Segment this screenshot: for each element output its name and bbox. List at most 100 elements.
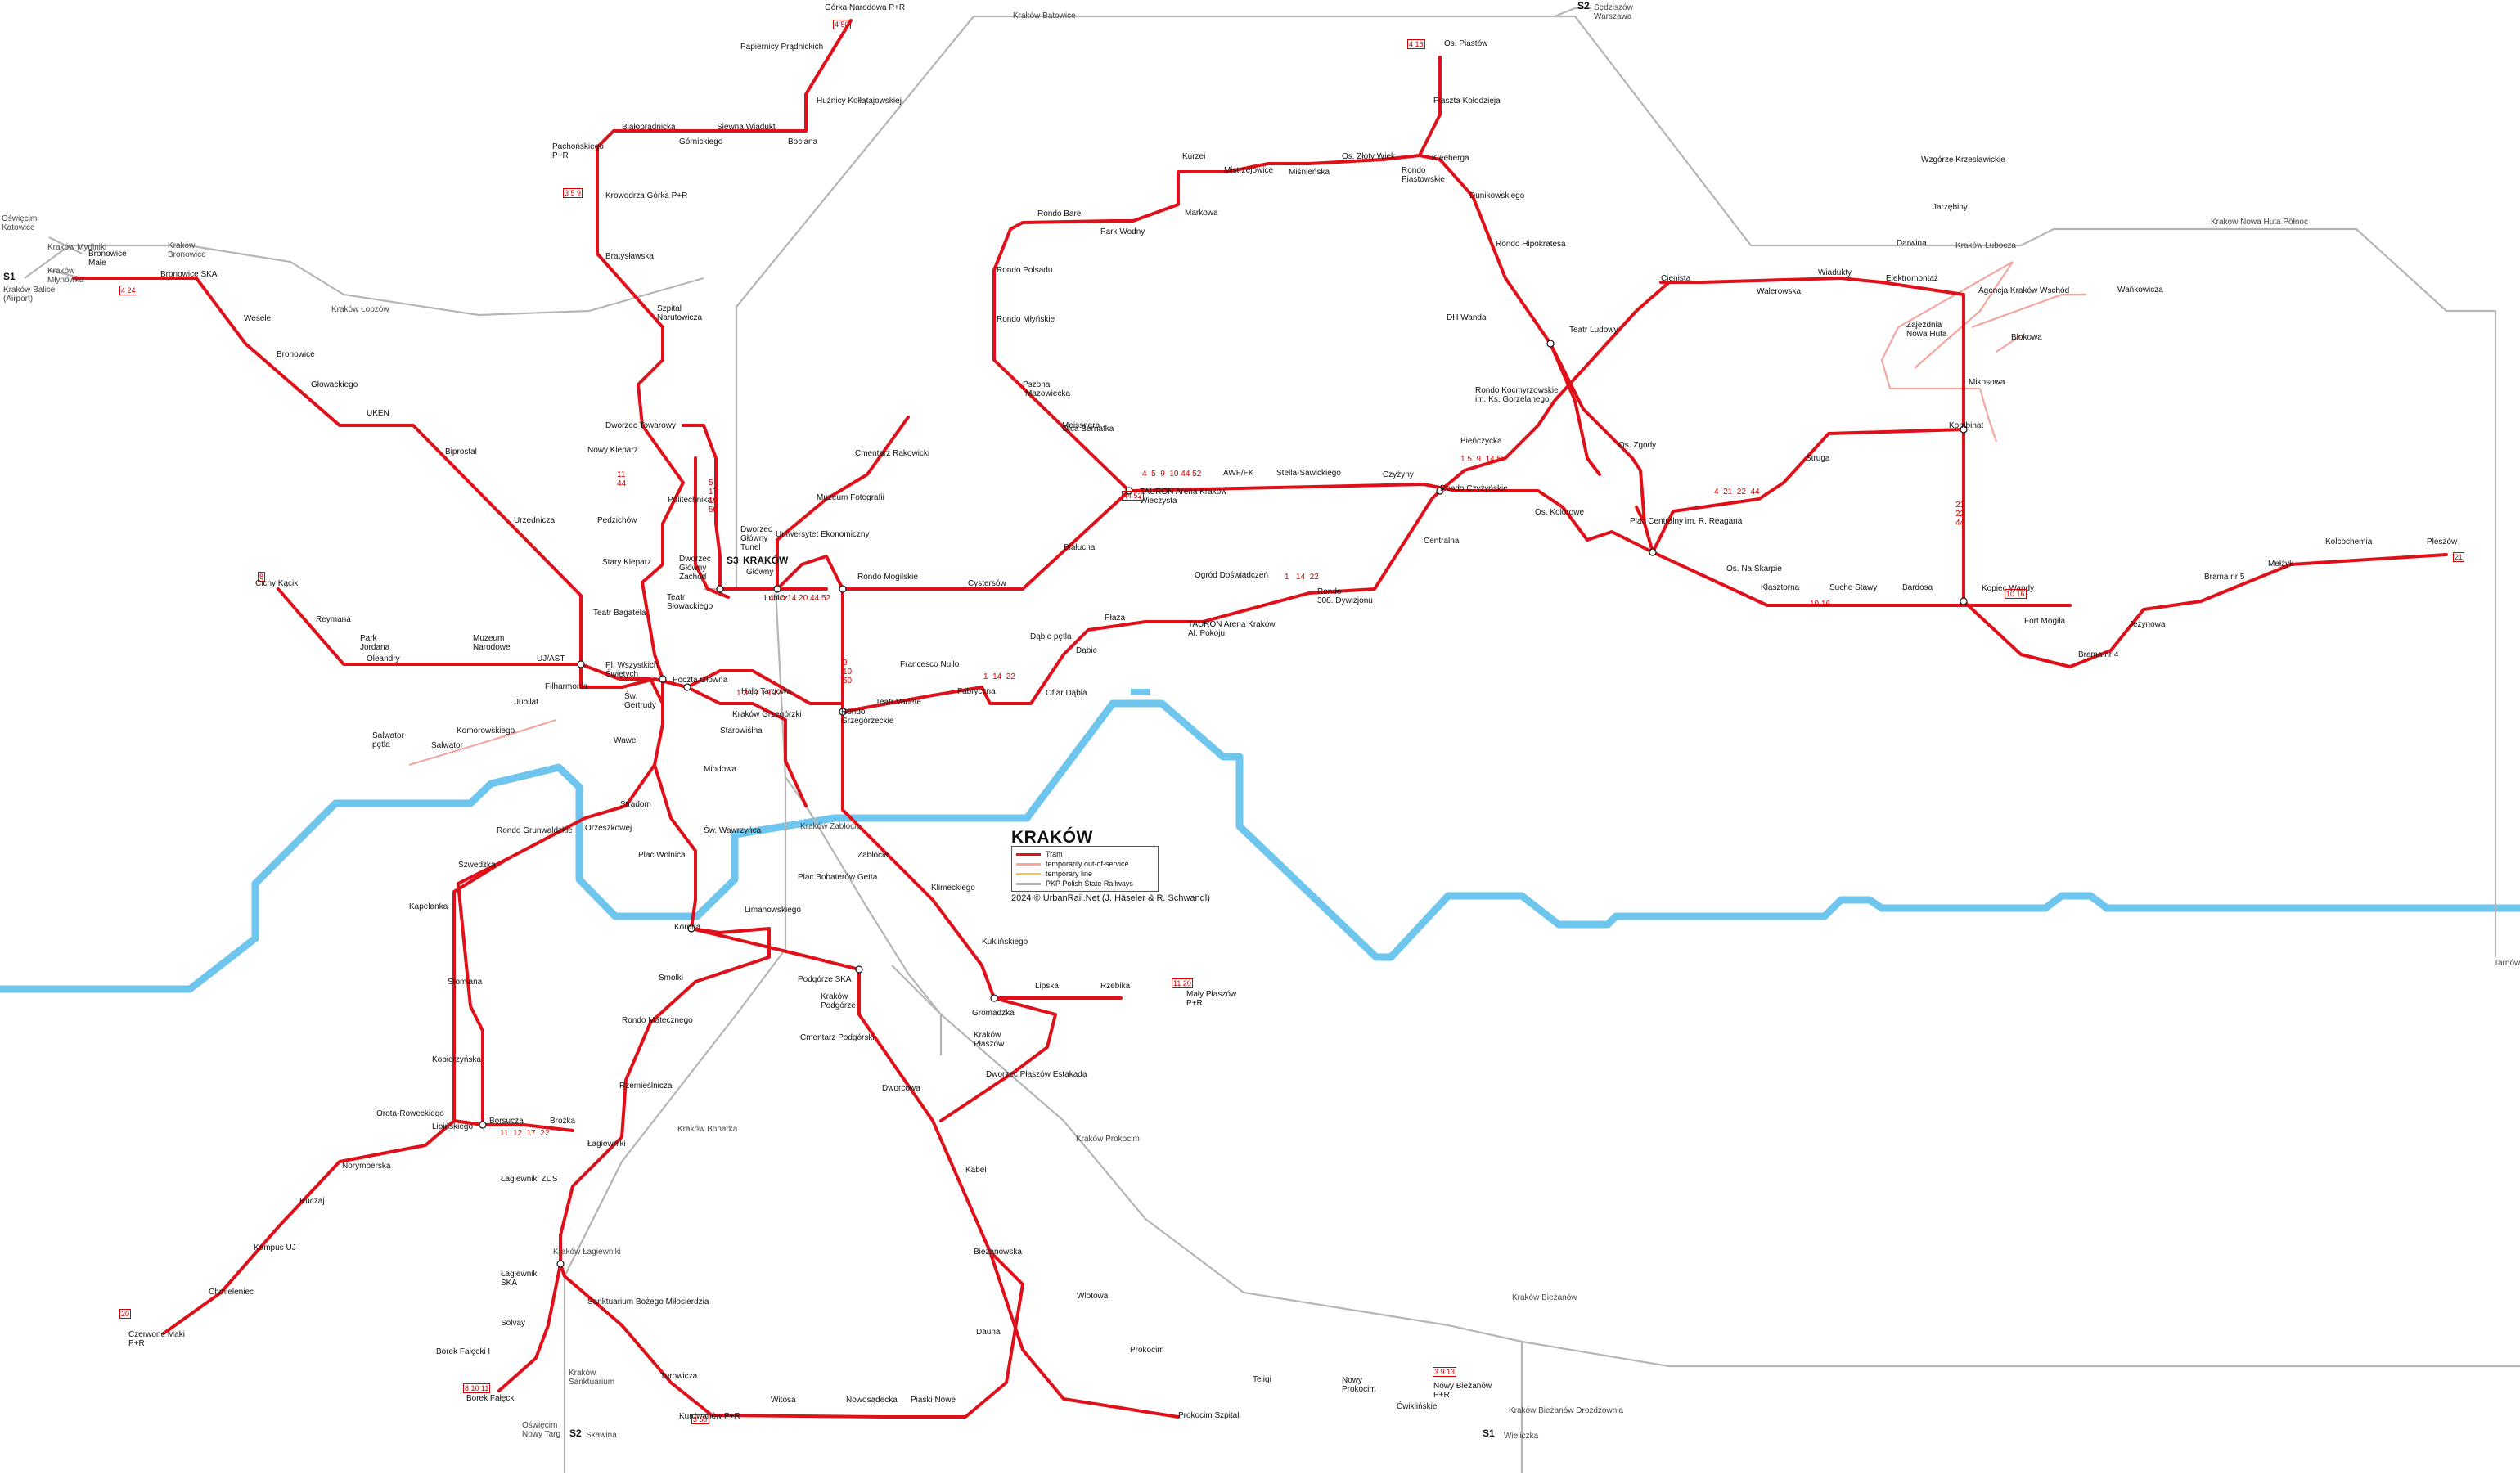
stop-label: Rondo Barei — [1037, 209, 1083, 218]
stop-label: Os. Piastów — [1444, 39, 1488, 48]
legend-out-of-service: temporarily out-of-service — [1016, 859, 1154, 869]
stop-label: Kraków Płaszów — [974, 1031, 1005, 1049]
stop-label: Kobierzyńska — [432, 1055, 482, 1064]
terminal-badge: 3 50 — [691, 1414, 709, 1424]
stop-label: Reymana — [316, 615, 351, 624]
rail-label: Kraków Zabłocie — [800, 822, 861, 831]
stop-label: Czyżyny — [1383, 470, 1414, 479]
stop-label: Kleeberga — [1432, 154, 1469, 163]
stop-label: Oleandry — [367, 654, 400, 663]
stop-label: Lipska — [1035, 982, 1059, 991]
stop-label: Plac Wolnica — [638, 851, 686, 860]
stop-label: Jubilat — [515, 698, 538, 707]
stop-label: UKEN — [367, 409, 389, 418]
stop-label: Pl. Wszystkich Świętych — [605, 661, 659, 679]
stop-label: Nowy Bieżanów P+R — [1433, 1382, 1492, 1400]
stop-label: Filharmonia — [545, 682, 588, 691]
stop-label: Wlotowa — [1077, 1292, 1109, 1301]
stop-label: Borek Fałęcki — [466, 1394, 516, 1403]
terminal-badge: 4 50 — [833, 20, 851, 29]
stop-label: Łagiewniki SKA — [501, 1270, 539, 1288]
rail-label: Kraków Balice (Airport) — [3, 286, 56, 304]
stop-label: Bieńczycka — [1460, 437, 1502, 446]
stop-label: Muzeum Fotografii — [817, 493, 884, 502]
stop-label: Teligi — [1253, 1375, 1271, 1384]
legend-temporary: temporary line — [1016, 869, 1154, 879]
stop-label: Dworcowa — [882, 1084, 920, 1093]
stop-label: Rondo Polsadu — [997, 266, 1053, 275]
stop-label: Borsucza — [489, 1117, 524, 1126]
stop-label: Wawel — [614, 736, 638, 745]
stop-label: Łagiewniki ZUS — [501, 1175, 558, 1184]
map-legend: Tram temporarily out-of-service temporar… — [1011, 846, 1159, 892]
route-numbers: 21 22 44 — [1955, 501, 1965, 528]
route-numbers: 1 14 22 — [983, 672, 1015, 681]
stop-label: Fort Mogiła — [2024, 617, 2066, 626]
stop-label: TAURON Arena Kraków Wieczysta — [1140, 488, 1227, 506]
legend-tram: Tram — [1016, 849, 1154, 859]
stop-label: Agencja Kraków Wschód — [1978, 286, 2070, 295]
stop-label: Stella-Sawickiego — [1276, 469, 1341, 478]
route-numbers: 4 21 22 44 — [1714, 488, 1760, 497]
out-of-service-lines — [408, 261, 2086, 767]
main-station-label: KRAKÓW — [743, 555, 789, 566]
stop-label: Borek Fałęcki I — [436, 1347, 491, 1356]
stop-label: Kombinat — [1949, 421, 1984, 430]
stop-label: DH Wanda — [1447, 313, 1487, 322]
terminal-badge: 8 10 11 — [463, 1383, 491, 1393]
stop-label: Turowicza — [660, 1372, 698, 1381]
stop-label: Ruczaj — [299, 1197, 325, 1206]
stop-label: Górnickiego — [679, 137, 723, 146]
route-numbers: 1 3 17 19 22 — [736, 689, 782, 698]
stop-label: Rondo Czyżyńskie — [1440, 484, 1508, 493]
stop-label: Prokocim — [1130, 1346, 1164, 1355]
stop-label: Klimeckiego — [931, 884, 975, 893]
stop-label: Markowa — [1185, 209, 1218, 218]
stop-label: Rondo Hipokratesa — [1496, 240, 1566, 249]
stop-label: Park Wodny — [1100, 227, 1145, 236]
stop-label: Ojca Bernatka — [1062, 425, 1114, 434]
stop-label: Mikosowa — [1969, 378, 2005, 387]
route-numbers: 9 10 50 — [843, 659, 853, 686]
stop-label: Korona — [674, 923, 701, 932]
route-numbers: 1 14 22 — [1285, 573, 1319, 582]
tram-lines — [72, 19, 2448, 1419]
stop-label: Kurdwanów P+R — [679, 1412, 740, 1421]
stop-label: Kolcochemia — [2325, 537, 2373, 546]
rail-line-label: S2 — [1577, 0, 1590, 11]
stop-label: Teatr Variété — [875, 698, 921, 707]
stop-label: Park Jordana — [360, 634, 390, 652]
stop-label: Pachońskiego P+R — [552, 142, 604, 160]
stop-label: Teatr Słowackiego — [667, 593, 713, 611]
stop-label: Poczta Główna — [673, 676, 728, 685]
stop-label: Stary Kleparz — [602, 558, 652, 567]
stop-label: Norymberska — [342, 1162, 391, 1171]
stop-label: Siewna Wiadukt — [717, 123, 776, 132]
stop-label: Bronowice — [277, 350, 315, 359]
stop-label: Cichy Kącik — [255, 579, 299, 588]
stop-label: Rzebika — [1100, 982, 1131, 991]
rail-label: Oświęcim Katowice — [2, 214, 38, 232]
rail-label: Kraków Prokocim — [1076, 1135, 1140, 1144]
legend-railway: PKP Polish State Railways — [1016, 879, 1154, 888]
stop-label: Urzędnicza — [514, 516, 556, 525]
stop-label: Nowy Kleparz — [587, 446, 638, 455]
terminal-badge: 4 16 — [1407, 39, 1425, 49]
stop-label: Walerowska — [1757, 287, 1802, 296]
stop-label: Bratysławska — [605, 252, 654, 261]
rail-label: Skawina — [586, 1431, 617, 1440]
main-station-sublabel: Główny — [746, 568, 774, 577]
route-numbers: 1 5 9 14 52 — [1460, 455, 1506, 464]
terminal-badge: 4 24 — [119, 286, 137, 295]
stop-label: Komorowskiego — [457, 726, 515, 735]
stop-label: Św. Gertrudy — [624, 692, 656, 710]
stop-label: Klasztorna — [1761, 583, 1800, 592]
stop-label: Jeżynowa — [2129, 620, 2166, 629]
terminal-badge: 3 5 9 — [563, 188, 583, 198]
stop-label: Biprostal — [445, 447, 477, 456]
stop-label: Św. Wawrzyńca — [704, 826, 762, 835]
stop-label: Kopiec Wandy — [1982, 584, 2035, 593]
rail-label: Kraków Młynówka — [47, 267, 84, 285]
stop-label: Nowosądecka — [846, 1396, 898, 1405]
